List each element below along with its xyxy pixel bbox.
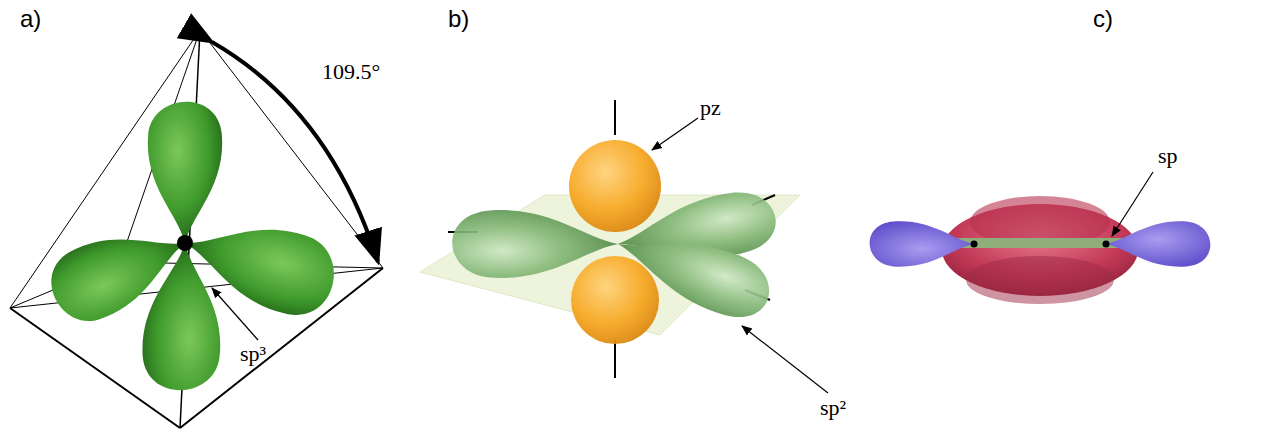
sp2-orbitals — [452, 186, 780, 327]
sp3-orbitals — [40, 102, 343, 392]
orbital-label: pz — [700, 96, 721, 120]
nucleus — [177, 235, 193, 251]
sp-orbitals — [870, 221, 1211, 266]
leader-line — [652, 118, 698, 150]
nucleus — [971, 241, 978, 248]
p-orbitals-ring — [942, 196, 1138, 304]
panel-label: c) — [1093, 6, 1113, 32]
orbital-label: sp² — [820, 396, 846, 420]
orbital-label: sp — [1158, 144, 1178, 168]
orbital-label: sp³ — [240, 342, 266, 366]
leader-line — [1112, 172, 1153, 236]
panel-label: b) — [448, 6, 469, 32]
tetrahedron — [10, 30, 383, 428]
panel-label: a) — [20, 6, 41, 32]
nucleus — [1103, 241, 1110, 248]
leader-line — [742, 326, 828, 393]
angle-label: 109.5° — [322, 60, 380, 84]
leader-line — [212, 288, 258, 340]
